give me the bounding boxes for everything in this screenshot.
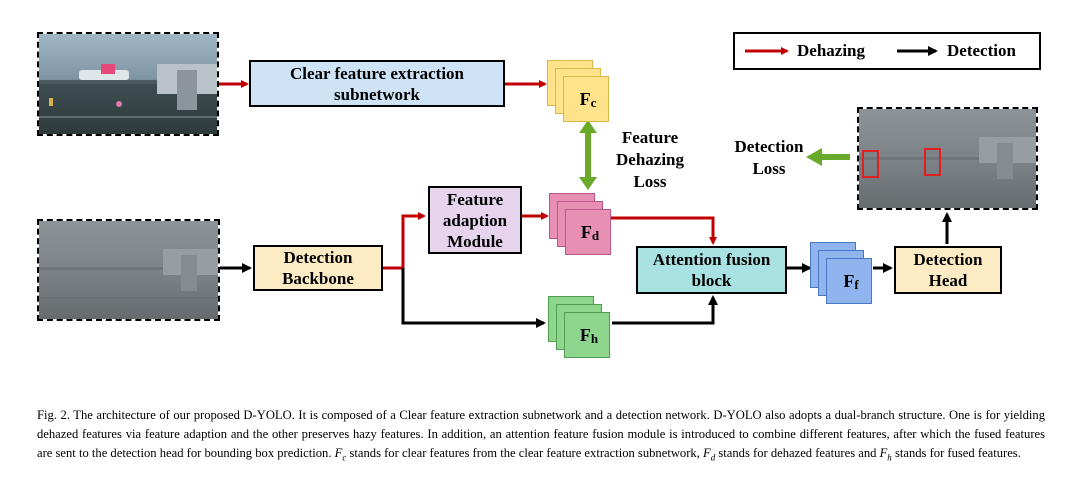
architecture-diagram: [219, 46, 952, 328]
feature-fd-layer: [565, 209, 611, 255]
attention-fusion-block-box: Attention fusion block: [636, 246, 787, 294]
detection-loss-label: Detection Loss: [734, 137, 804, 178]
feature-adaption-module-label: Feature adaption Module: [442, 189, 508, 251]
detection-output-image: [857, 107, 1038, 210]
caption-fc-desc: stands for clear features from the clear…: [349, 446, 700, 460]
feature-fc-sub: c: [590, 95, 597, 110]
hazy-input-image: [37, 219, 220, 321]
legend-detection-label: Detection: [947, 41, 1016, 60]
bounding-box: [924, 148, 941, 176]
feature-adaption-module-box: Feature adaption Module: [428, 186, 522, 254]
detection-head-label: Detection Head: [913, 250, 983, 290]
feature-fh-base: F: [579, 324, 591, 345]
attention-fusion-block-label: Attention fusion block: [652, 250, 771, 290]
feature-fh-sub: h: [590, 331, 599, 346]
caption-fd-sub: d: [710, 452, 716, 463]
clear-input-image: [37, 32, 219, 136]
dehazing-arrows: [219, 80, 717, 270]
caption-fd-symbol: Fd: [703, 446, 716, 463]
feature-ff-sub: f: [854, 277, 859, 292]
legend: Dehazing Detection: [733, 32, 1041, 70]
caption-fc-base: F: [334, 446, 343, 460]
feature-ff-layer: [826, 258, 872, 304]
caption-fd-desc: stands for dehazed features and: [718, 446, 877, 460]
detection-arrows: [220, 212, 952, 328]
bounding-box: [862, 150, 879, 178]
feature-fd-base: F: [580, 221, 592, 242]
caption-fc-symbol: Fc: [334, 446, 347, 463]
figure-caption: Fig. 2. The architecture of our proposed…: [37, 406, 1045, 468]
feature-fc-base: F: [579, 88, 591, 109]
caption-fd-base: F: [703, 446, 711, 460]
feature-dehazing-loss-label: Feature Dehazing Loss: [616, 128, 684, 191]
feature-fd-sub: d: [591, 228, 600, 243]
caption-fh-sub: h: [887, 452, 892, 463]
clear-feature-extraction-box: Clear feature extraction subnetwork: [249, 60, 505, 107]
caption-fc-sub: c: [342, 452, 347, 463]
feature-fc-layer: [563, 76, 609, 122]
feature-ff-base: F: [843, 270, 855, 291]
detection-head-box: Detection Head: [894, 246, 1002, 294]
detection-backbone-box: Detection Backbone: [253, 245, 383, 291]
caption-fh-symbol: Fh: [879, 446, 892, 463]
legend-dehazing-label: Dehazing: [797, 41, 865, 60]
caption-text: Fig. 2. The architecture of our proposed…: [37, 408, 1045, 460]
caption-fh-desc: stands for fused features.: [894, 446, 1021, 460]
clear-feature-extraction-label: Clear feature extraction subnetwork: [289, 63, 465, 104]
detection-backbone-label: Detection Backbone: [282, 248, 354, 288]
loss-arrows: [579, 120, 850, 190]
caption-fh-base: F: [879, 446, 888, 460]
feature-fh-layer: [564, 312, 610, 358]
